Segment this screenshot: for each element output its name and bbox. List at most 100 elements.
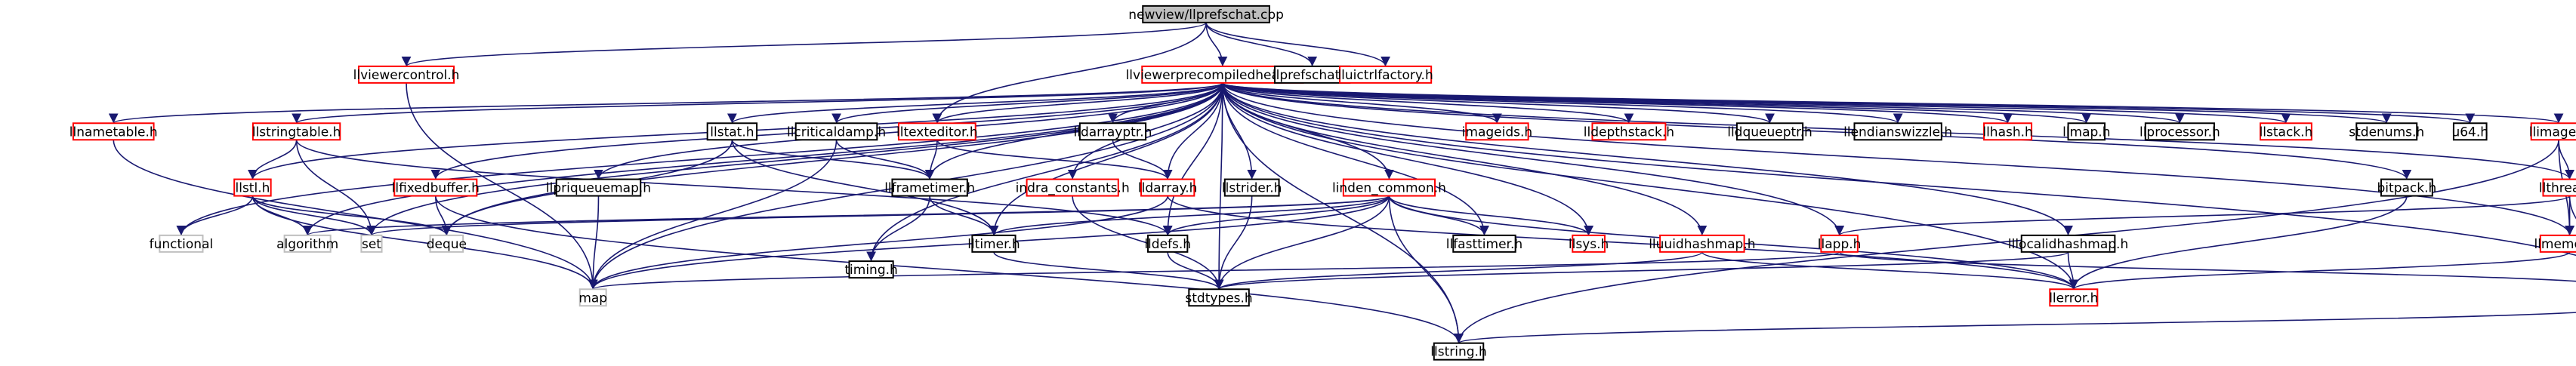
node-lldefs[interactable]: lldefs.h <box>1144 234 1191 253</box>
node-box-llstringtable <box>251 122 341 141</box>
edge-llviewerprecomp-to-llcriticaldamp <box>831 82 1223 124</box>
nodes-layer: newview/llprefschat.cpp llviewercontrol.h… <box>69 5 2576 361</box>
edge-llviewerprecomp-to-llnametable <box>109 82 1223 124</box>
node-box-bitpack <box>2380 178 2433 197</box>
node-lldarrayptr[interactable]: lldarrayptr.h <box>1074 122 1152 141</box>
node-llmemory[interactable]: llmemory.h <box>2534 234 2576 253</box>
edge-llinden_common-to-algorithm <box>303 195 1390 236</box>
node-label-llmemory: llmemory.h <box>2534 237 2576 252</box>
node-label-lldepthstack: lldepthstack.h <box>1584 125 1674 140</box>
edge-llframetimer-to-timing <box>866 195 930 262</box>
node-label-stdtypes: stdtypes.h <box>1185 291 1252 306</box>
node-indra_constants[interactable]: indra_constants.h <box>1016 178 1130 197</box>
node-lldarray[interactable]: lldarray.h <box>1138 178 1198 197</box>
node-timing[interactable]: timing.h <box>844 260 898 279</box>
edge-lltexteditor-to-llframetimer <box>924 140 938 180</box>
node-llstringtable[interactable]: llstringtable.h <box>251 122 341 141</box>
node-llnametable[interactable]: llnametable.h <box>69 122 158 141</box>
node-stdtypes[interactable]: stdtypes.h <box>1185 288 1253 307</box>
node-llstl[interactable]: llstl.h <box>233 178 272 197</box>
node-label-lldqueueptr: lldqueueptr.h <box>1727 125 1812 140</box>
node-box-llstring <box>1433 342 1485 361</box>
node-bitpack[interactable]: bitpack.h <box>2377 178 2437 197</box>
node-box-llframetimer <box>891 178 968 197</box>
node-llendianswizzle[interactable]: llendianswizzle.h <box>1843 122 1952 141</box>
node-label-llendianswizzle: llendianswizzle.h <box>1843 125 1952 140</box>
node-llframetimer[interactable]: llframetimer.h <box>884 178 975 197</box>
edge-llviewerprecomp-to-llstack <box>1222 82 2291 124</box>
node-lluuidhashmap[interactable]: lluuidhashmap.h <box>1649 234 1755 253</box>
node-box-llhash <box>1983 122 2033 141</box>
edge-llviewerprecomp-to-lluuidhashmap <box>1222 82 1708 235</box>
edge-root-to-llviewerprecomp <box>1205 22 1228 66</box>
edge-llstringtable-to-lldefs <box>295 140 1173 236</box>
node-label-u64: u64.h <box>2451 125 2488 140</box>
node-label-root: newview/llprefschat.cpp <box>1128 8 1284 23</box>
node-llpriqueuemap[interactable]: llpriqueuemap.h <box>546 178 651 197</box>
node-llviewercontrol[interactable]: llviewercontrol.h <box>353 65 460 84</box>
node-llstack[interactable]: llstack.h <box>2260 122 2313 141</box>
node-box-lllocalidhashmap <box>2020 234 2116 253</box>
node-lltimer[interactable]: lltimer.h <box>967 234 1020 253</box>
node-box-lltexteditor <box>897 122 976 141</box>
node-box-llthread <box>2542 178 2576 197</box>
edge-llinden_common-to-set <box>367 195 1390 236</box>
node-llstrider[interactable]: llstrider.h <box>1222 178 1282 197</box>
node-lllocalidhashmap[interactable]: lllocalidhashmap.h <box>2008 234 2128 253</box>
edge-llstringtable-to-llstl <box>248 140 298 180</box>
edge-llviewerprecomp-to-llstringtable <box>292 82 1223 124</box>
node-label-stdenums: stdenums.h <box>2349 125 2424 140</box>
node-llcriticaldamp[interactable]: llcriticaldamp.h <box>787 122 886 141</box>
node-box-indra_constants <box>1026 178 1119 197</box>
node-llstring[interactable]: llstring.h <box>1430 342 1487 361</box>
node-llstat[interactable]: llstat.h <box>706 122 758 141</box>
edge-llviewerprecomp-to-llapp <box>1222 82 1844 235</box>
node-functional: functional <box>150 234 213 253</box>
node-llfasttimer[interactable]: llfasttimer.h <box>1446 234 1522 253</box>
node-llerror[interactable]: llerror.h <box>2049 288 2098 307</box>
node-label-llstl: llstl.h <box>236 181 270 196</box>
node-llapp[interactable]: llapp.h <box>1818 234 1862 253</box>
edge-llimage-to-llthread <box>2558 140 2574 180</box>
edge-llviewerprecomp-to-llfasttimer <box>1222 82 1489 235</box>
node-llinden_common[interactable]: linden_common.h <box>1332 178 1446 197</box>
edge-llviewerprecomp-to-lltexteditor <box>932 82 1223 124</box>
node-box-map <box>578 288 607 307</box>
node-llprocessor[interactable]: llprocessor.h <box>2139 122 2220 141</box>
node-u64[interactable]: u64.h <box>2451 122 2488 141</box>
node-label-llfixedbuffer: llfixedbuffer.h <box>392 181 480 196</box>
node-llhash[interactable]: llhash.h <box>1982 122 2033 141</box>
node-llsys[interactable]: llsys.h <box>1569 234 1609 253</box>
node-lldqueueptr[interactable]: lldqueueptr.h <box>1727 122 1812 141</box>
edge-llviewerprecomp-to-llmemory <box>1222 82 2574 235</box>
node-llmap[interactable]: llmap.h <box>2062 122 2110 141</box>
node-algorithm: algorithm <box>276 234 338 253</box>
node-llviewerprecomp[interactable]: llviewerprecompiledheaders.h <box>1126 65 1320 84</box>
node-root[interactable]: newview/llprefschat.cpp <box>1128 5 1284 23</box>
node-lldepthstack[interactable]: lldepthstack.h <box>1584 122 1674 141</box>
node-lltexteditor[interactable]: lltexteditor.h <box>896 122 978 141</box>
node-llimageids[interactable]: imageids.h <box>1462 122 1533 141</box>
node-label-indra_constants: indra_constants.h <box>1016 181 1130 196</box>
edge-llapr-to-llstring <box>1454 312 2576 344</box>
node-label-llstringtable: llstringtable.h <box>252 125 341 140</box>
node-label-llviewerprecomp: llviewerprecompiledheaders.h <box>1126 68 1320 83</box>
node-label-llapp: llapp.h <box>1818 237 1862 252</box>
node-box-llapp <box>1820 234 1859 253</box>
edge-lluuidhashmap-to-stdtypes <box>1214 251 1703 290</box>
edge-lluuidhashmap-to-llerror <box>1701 251 2078 290</box>
edge-llviewerprecomp-to-u64 <box>1222 82 2475 124</box>
edge-llviewerprecomp-to-lldepthstack <box>1222 82 1634 124</box>
edge-llviewerprecomp-to-timing <box>866 82 1223 262</box>
node-label-lldefs: lldefs.h <box>1144 237 1191 252</box>
node-llthread[interactable]: llthread.h <box>2539 178 2576 197</box>
node-llfixedbuffer[interactable]: llfixedbuffer.h <box>392 178 480 197</box>
node-stdenums[interactable]: stdenums.h <box>2349 122 2424 141</box>
node-box-llimageids <box>1465 122 1529 141</box>
edge-llcriticaldamp-to-map <box>588 140 838 290</box>
node-lluictrlfactory[interactable]: lluictrlfactory.h <box>1337 65 1433 84</box>
node-label-llpriqueuemap: llpriqueuemap.h <box>546 181 651 196</box>
node-box-llfixedbuffer <box>393 178 478 197</box>
node-llimage[interactable]: llimage.h <box>2529 122 2576 141</box>
